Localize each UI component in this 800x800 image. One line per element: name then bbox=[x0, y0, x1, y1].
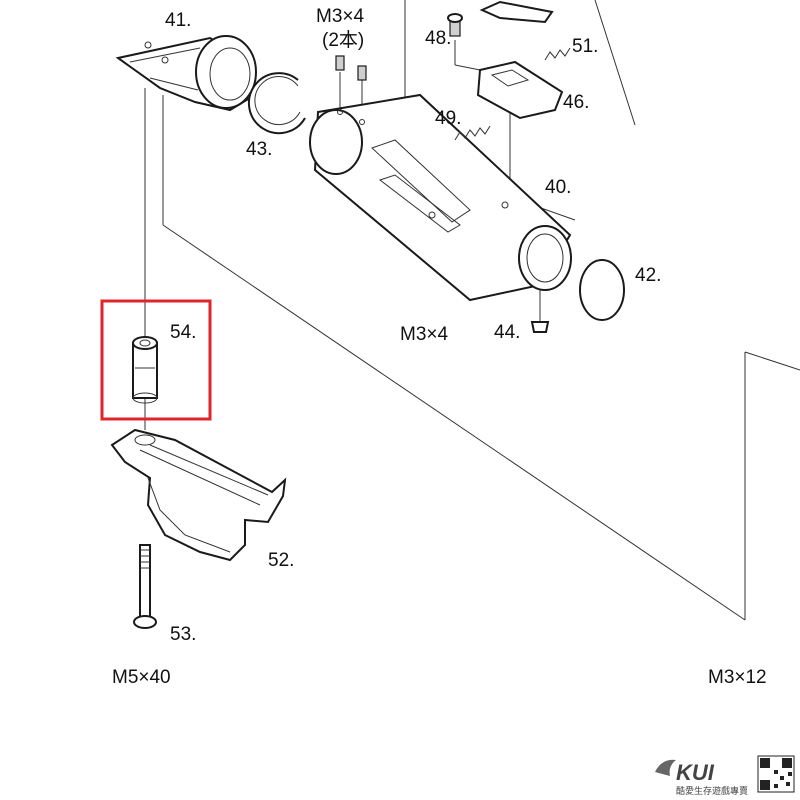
highlight-box-part-54 bbox=[100, 299, 212, 421]
guide-line-box-right bbox=[594, 0, 636, 126]
part-53-screw bbox=[133, 544, 157, 629]
label-part-54: 54. bbox=[170, 322, 196, 343]
part-40-outer-barrel bbox=[309, 93, 572, 302]
label-part-40: 40. bbox=[545, 177, 571, 198]
part-48-screw bbox=[447, 13, 463, 37]
guide-line-right-top bbox=[744, 351, 800, 371]
label-part-43: 43. bbox=[246, 139, 272, 160]
label-part-46: 46. bbox=[563, 92, 589, 113]
part-41-front-housing bbox=[115, 35, 257, 112]
label-part-52: 52. bbox=[268, 550, 294, 571]
guide-line-48-b bbox=[454, 64, 481, 71]
brand-name: KUI bbox=[676, 760, 715, 785]
label-m3x4-mid: M3×4 bbox=[400, 324, 448, 345]
label-part-42: 42. bbox=[635, 265, 661, 286]
part-42-o-ring bbox=[579, 259, 625, 321]
part-54-spacer bbox=[132, 336, 158, 404]
label-part-51: 51. bbox=[572, 36, 598, 57]
part-44-screw bbox=[530, 318, 550, 333]
guide-line-diagonal bbox=[162, 224, 746, 621]
part-52-trigger-guard bbox=[110, 428, 287, 562]
label-part-49: 49. bbox=[435, 108, 461, 129]
label-m3x12: M3×12 bbox=[708, 667, 767, 688]
label-m3x4-top: M3×4 bbox=[316, 6, 364, 27]
label-part-41: 41. bbox=[165, 10, 191, 31]
label-quantity-2: (2本) bbox=[322, 29, 364, 51]
set-screws-m3x4 bbox=[335, 55, 367, 81]
part-49-spring bbox=[454, 125, 491, 141]
brand-watermark: KUI 酷愛生存遊戲專賣 bbox=[655, 759, 748, 796]
label-part-53: 53. bbox=[170, 624, 196, 645]
label-part-48: 48. bbox=[425, 28, 451, 49]
part-43-c-ring bbox=[247, 72, 306, 135]
label-m5x40: M5×40 bbox=[112, 667, 171, 688]
label-part-44: 44. bbox=[494, 322, 520, 343]
part-51-spring bbox=[544, 47, 571, 61]
qr-code-icon bbox=[757, 755, 795, 793]
brand-logo-icon bbox=[655, 759, 676, 776]
part-46-block bbox=[476, 0, 564, 120]
brand-tagline: 酷愛生存遊戲專賣 bbox=[676, 785, 748, 796]
